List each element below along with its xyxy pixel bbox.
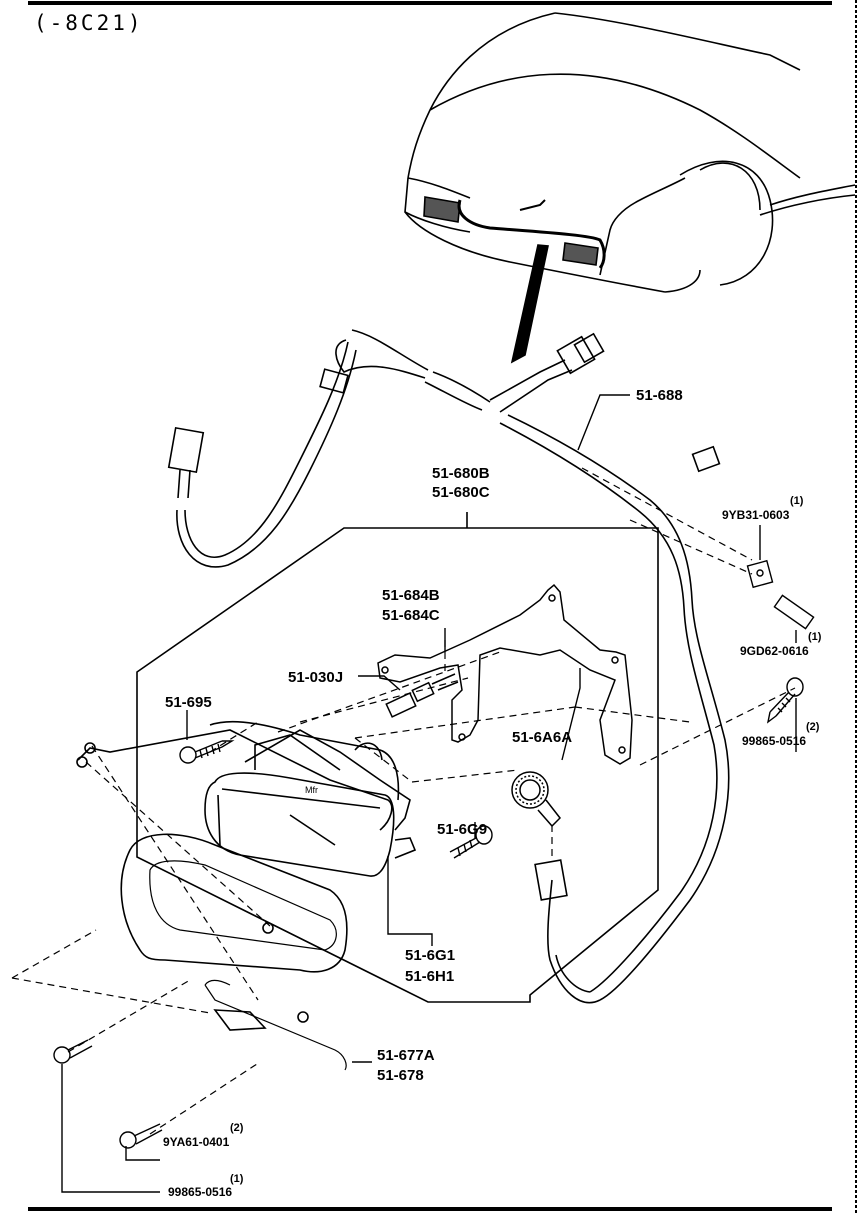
wiring-harness: [167, 329, 730, 1004]
callout-bracket-main: 51-684B: [382, 587, 440, 604]
nut-qty: (1): [790, 495, 804, 507]
callout-bracket-alt: 51-684C: [382, 607, 440, 624]
callout-socket: 51-6A6A: [512, 729, 573, 746]
callout-cover-alt: 51-678: [377, 1067, 424, 1084]
halogen-bulb: [385, 673, 459, 718]
diagram-code-header: (-8C21): [34, 11, 144, 35]
callout-adjuster: 51-6G9: [437, 821, 488, 838]
callout-unit-main: 51-680B: [432, 465, 490, 482]
callout-bulb: 51-030J: [288, 669, 344, 686]
callout-screw-left: 51-695: [165, 694, 212, 711]
fog-lamp-unit: Mfr: [204, 729, 417, 877]
bolt-qty: (1): [808, 631, 822, 643]
svg-text:Mfr: Mfr: [305, 785, 318, 795]
callout-harness: 51-688: [636, 387, 683, 404]
callout-nut: 9YB31-0603: [722, 508, 790, 522]
callout-screw-right: 99865-0516: [742, 734, 807, 748]
callout-unit-alt: 51-680C: [432, 484, 490, 501]
bottom-screw-qty: (1): [230, 1173, 244, 1185]
car-front-illustration: [404, 12, 856, 364]
leader-lines: [61, 394, 797, 1193]
callout-cover-screw: 9YA61-0401: [163, 1135, 230, 1149]
assembly-boundary: [136, 512, 659, 1003]
bulb-socket: [511, 771, 561, 828]
fasteners: [53, 559, 815, 1149]
mounting-bracket: [377, 583, 633, 765]
callout-cover-main: 51-677A: [377, 1047, 435, 1064]
reference-lines: [11, 467, 796, 1135]
callout-bolt: 9GD62-0616: [740, 644, 809, 658]
cover-screw-qty: (2): [230, 1122, 244, 1134]
page-border: [28, 0, 857, 1214]
callout-lens-alt: 51-6H1: [405, 968, 455, 985]
callout-lens-main: 51-6G1: [405, 947, 456, 964]
callout-bottom-screw: 99865-0516: [168, 1185, 233, 1199]
fog-lamp-cover: [76, 720, 400, 1071]
screw-right-qty: (2): [806, 721, 820, 733]
